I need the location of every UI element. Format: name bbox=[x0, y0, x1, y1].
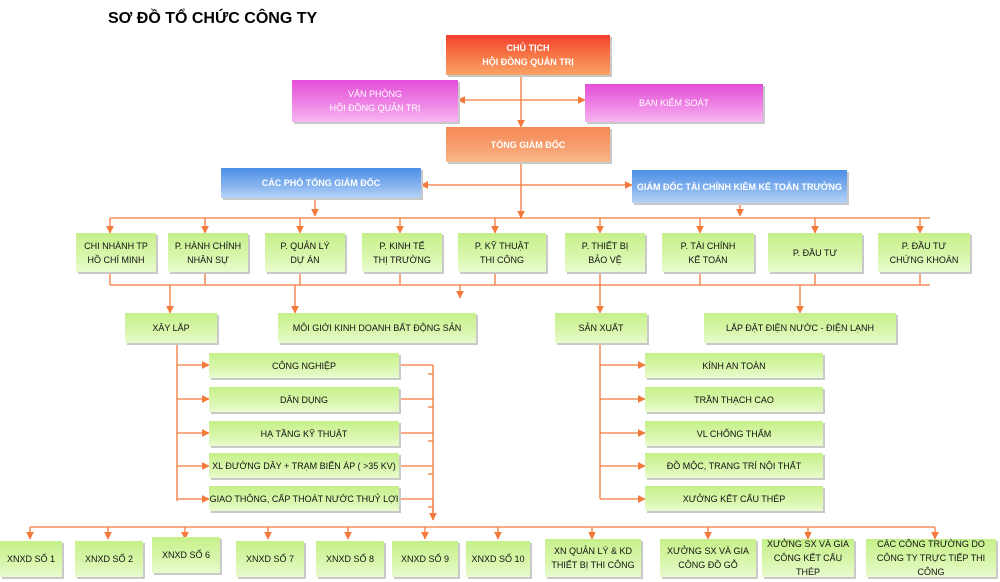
dept-economy-market: P. KINH TẾ THỊ TRƯỜNG bbox=[362, 233, 442, 272]
dept-line-1: P. QUẢN LÝ bbox=[280, 240, 330, 251]
unit-xnxd-9: XNXD SỐ 9 bbox=[392, 541, 458, 577]
dept-finance-accounting: P. TÀI CHÍNH KẾ TOÁN bbox=[662, 233, 754, 272]
unit-line-1: XƯỞNG SX VÀ GIA bbox=[667, 546, 749, 556]
division-label: SẢN XUẤT bbox=[578, 323, 624, 333]
construction-industrial: CÔNG NGHIỆP bbox=[209, 353, 399, 378]
unit-xnxd-7: XNXD SỐ 7 bbox=[236, 541, 304, 577]
dept-branch-hcm: CHI NHÁNH TP HỒ CHÍ MINH bbox=[76, 233, 156, 272]
unit-line-2: CÔNG TY TRỰC TIẾP THI CÔNG bbox=[876, 553, 986, 577]
dept-technical: P. KỸ THUẬT THI CÔNG bbox=[458, 233, 546, 272]
dept-line-1: P. HÀNH CHÍNH bbox=[174, 240, 242, 251]
box-chairman: CHỦ TỊCH HỘI ĐỒNG QUẢN TRỊ bbox=[446, 35, 610, 75]
unit-line-2: THIẾT BỊ THI CÔNG bbox=[551, 560, 635, 570]
dept-line-1: P. KỸ THUẬT bbox=[474, 240, 530, 251]
production-label: TRẦN THẠCH CAO bbox=[694, 394, 774, 405]
dept-investment: P. ĐẦU TƯ bbox=[768, 233, 862, 272]
unit-equipment-management: XN QUẢN LÝ & KD THIẾT BỊ THI CÔNG bbox=[545, 539, 641, 577]
unit-label: XNXD SỐ 6 bbox=[161, 550, 210, 560]
construction-infrastructure: HẠ TẦNG KỸ THUẬT bbox=[209, 421, 399, 446]
dept-investment-securities: P. ĐẦU TƯ CHỨNG KHOÁN bbox=[878, 233, 970, 272]
unit-woodwork-workshop: XƯỞNG SX VÀ GIA CÔNG ĐỒ GỖ bbox=[660, 539, 756, 577]
production-steel-workshop: XƯỞNG KẾT CẤU THÉP bbox=[645, 486, 823, 511]
box-ceo: TỔNG GIÁM ĐỐC bbox=[446, 127, 610, 162]
division-label: LẮP ĐẶT ĐIỆN NƯỚC - ĐIỆN LẠNH bbox=[725, 323, 875, 333]
dept-line-2: CHỨNG KHOÁN bbox=[889, 254, 959, 265]
construction-label: DÂN DỤNG bbox=[279, 394, 328, 405]
unit-label: XNXD SỐ 7 bbox=[245, 554, 294, 564]
chart-title: SƠ ĐỒ TỔ CHỨC CÔNG TY bbox=[108, 10, 318, 27]
production-safety-glass: KÍNH AN TOÀN bbox=[645, 353, 823, 378]
unit-line-1: XƯỞNG SX VÀ GIA bbox=[767, 539, 849, 549]
dept-line-2: THI CÔNG bbox=[480, 254, 524, 265]
dept-line-2: HỒ CHÍ MINH bbox=[87, 254, 145, 265]
construction-label: HẠ TẦNG KỸ THUẬT bbox=[260, 428, 348, 439]
division-electrical: LẮP ĐẶT ĐIỆN NƯỚC - ĐIỆN LẠNH bbox=[704, 313, 896, 343]
construction-label: GIAO THÔNG, CẤP THOÁT NƯỚC THUỶ LỢI bbox=[209, 493, 399, 504]
division-real-estate: MÔI GIỚI KINH DOANH BẤT ĐỘNG SẢN bbox=[278, 313, 476, 343]
box-cfo: GIÁM ĐỐC TÀI CHÍNH KIÊM KẾ TOÁN TRƯỞNG bbox=[632, 170, 847, 203]
division-label: MÔI GIỚI KINH DOANH BẤT ĐỘNG SẢN bbox=[292, 323, 462, 333]
construction-power-line: XL ĐƯỜNG DÂY + TRẠM BIẾN ÁP ( >35 KV) bbox=[209, 453, 399, 478]
deputy-label: CÁC PHÓ TỔNG GIÁM ĐỐC bbox=[261, 178, 381, 188]
unit-direct-construction-sites: CÁC CÔNG TRƯỜNG DO CÔNG TY TRỰC TIẾP THI … bbox=[866, 539, 996, 577]
ceo-label: TỔNG GIÁM ĐỐC bbox=[490, 139, 566, 150]
chairman-line-1: CHỦ TỊCH bbox=[506, 43, 550, 53]
dept-line-2: DỰ ÁN bbox=[290, 254, 320, 265]
division-construction: XÂY LẮP bbox=[125, 313, 217, 343]
construction-label: CÔNG NGHIỆP bbox=[271, 360, 336, 371]
box-audit: BAN KIỂM SOÁT bbox=[585, 84, 763, 122]
box-deputy-ceo: CÁC PHÓ TỔNG GIÁM ĐỐC bbox=[221, 168, 421, 198]
unit-line-2: CÔNG KẾT CẤU THÉP bbox=[773, 553, 843, 577]
dept-project-mgmt: P. QUẢN LÝ DỰ ÁN bbox=[265, 233, 345, 272]
unit-label: XNXD SỐ 9 bbox=[400, 554, 449, 564]
unit-xnxd-2: XNXD SỐ 2 bbox=[75, 541, 143, 577]
dept-line-2: THỊ TRƯỜNG bbox=[373, 254, 431, 265]
unit-line-1: XN QUẢN LÝ & KD bbox=[553, 546, 633, 556]
production-label: XƯỞNG KẾT CẤU THÉP bbox=[682, 493, 786, 504]
dept-line-1: CHI NHÁNH TP bbox=[84, 240, 148, 251]
board-office-line-1: VĂN PHÒNG bbox=[347, 89, 402, 99]
dept-equipment-security: P. THIẾT BỊ BẢO VỆ bbox=[565, 233, 645, 272]
dept-line-1: P. TÀI CHÍNH bbox=[680, 240, 736, 251]
production-label: KÍNH AN TOÀN bbox=[702, 360, 766, 371]
production-label: ĐỒ MỘC, TRANG TRÍ NỘI THẤT bbox=[666, 460, 802, 471]
unit-line-2: CÔNG ĐỒ GỖ bbox=[678, 560, 738, 570]
production-waterproofing: VL CHỐNG THẤM bbox=[645, 421, 823, 446]
dept-line-1: P. ĐẦU TƯ bbox=[792, 247, 838, 258]
construction-label: XL ĐƯỜNG DÂY + TRẠM BIẾN ÁP ( >35 KV) bbox=[212, 460, 396, 471]
board-office-line-2: HỘI ĐỒNG QUẢN TRỊ bbox=[329, 103, 421, 113]
unit-label: XNXD SỐ 10 bbox=[471, 554, 525, 564]
unit-steel-structure-workshop: XƯỞNG SX VÀ GIA CÔNG KẾT CẤU THÉP bbox=[762, 539, 854, 577]
production-gypsum-ceiling: TRẦN THẠCH CAO bbox=[645, 387, 823, 412]
production-woodwork: ĐỒ MỘC, TRANG TRÍ NỘI THẤT bbox=[645, 453, 823, 478]
unit-line-1: CÁC CÔNG TRƯỜNG DO bbox=[877, 539, 985, 549]
unit-xnxd-1: XNXD SỐ 1 bbox=[0, 541, 62, 577]
division-label: XÂY LẮP bbox=[152, 323, 190, 333]
audit-label: BAN KIỂM SOÁT bbox=[638, 98, 709, 108]
dept-line-1: P. ĐẦU TƯ bbox=[901, 240, 947, 251]
dept-line-2: BẢO VỆ bbox=[588, 254, 622, 265]
construction-civil: DÂN DỤNG bbox=[209, 387, 399, 412]
production-label: VL CHỐNG THẤM bbox=[696, 428, 772, 439]
box-board-office: VĂN PHÒNG HỘI ĐỒNG QUẢN TRỊ bbox=[292, 80, 458, 122]
construction-transport-water: GIAO THÔNG, CẤP THOÁT NƯỚC THUỶ LỢI bbox=[209, 486, 399, 511]
unit-label: XNXD SỐ 1 bbox=[6, 554, 55, 564]
dept-line-1: P. KINH TẾ bbox=[379, 240, 425, 251]
unit-label: XNXD SỐ 2 bbox=[84, 554, 133, 564]
division-production: SẢN XUẤT bbox=[555, 313, 647, 343]
unit-xnxd-10: XNXD SỐ 10 bbox=[466, 541, 530, 577]
dept-line-1: P. THIẾT BỊ bbox=[581, 240, 629, 251]
chairman-line-2: HỘI ĐỒNG QUẢN TRỊ bbox=[482, 57, 574, 67]
unit-label: XNXD SỐ 8 bbox=[325, 554, 374, 564]
dept-admin-hr: P. HÀNH CHÍNH NHÂN SỰ bbox=[168, 233, 248, 272]
dept-line-2: NHÂN SỰ bbox=[187, 254, 229, 265]
dept-line-2: KẾ TOÁN bbox=[688, 254, 728, 265]
cfo-label: GIÁM ĐỐC TÀI CHÍNH KIÊM KẾ TOÁN TRƯỞNG bbox=[637, 181, 842, 192]
unit-xnxd-6: XNXD SỐ 6 bbox=[152, 537, 220, 573]
unit-xnxd-8: XNXD SỐ 8 bbox=[316, 541, 384, 577]
